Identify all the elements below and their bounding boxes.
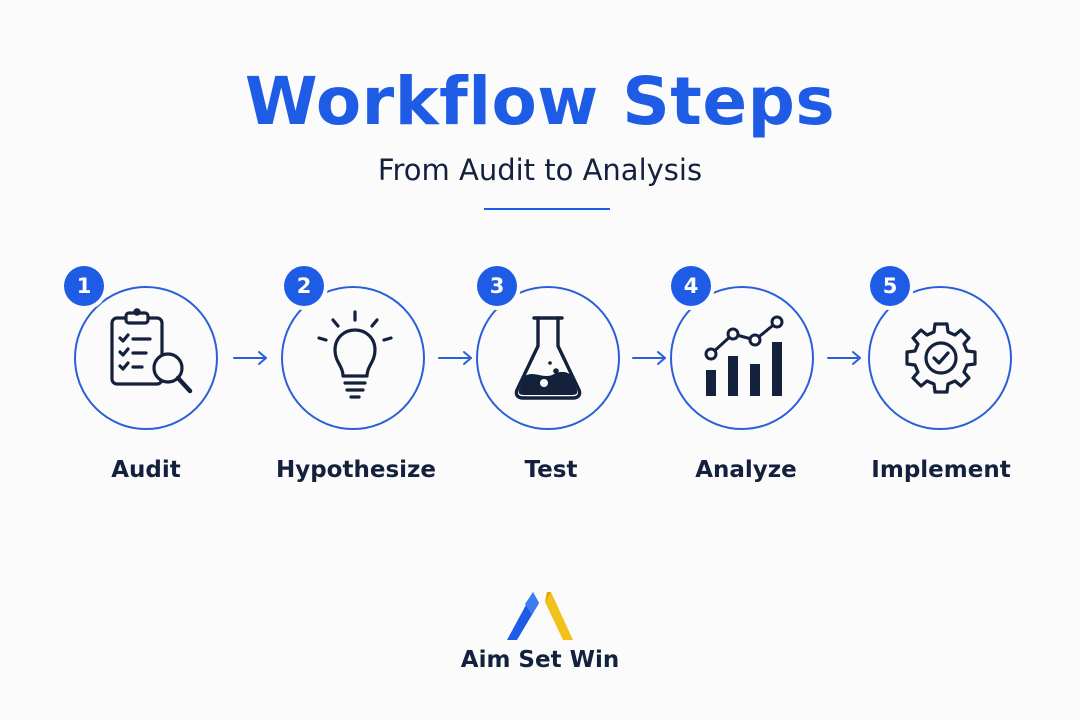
step-circle: [868, 286, 1012, 430]
step-number-badge: 5: [870, 266, 910, 306]
flask-icon: [514, 316, 582, 400]
step-number-badge: 3: [477, 266, 517, 306]
step-circle: [74, 286, 218, 430]
aim-set-win-logo-icon: [507, 592, 573, 640]
step-label: Hypothesize: [275, 457, 437, 483]
page-title: Workflow Steps: [244, 63, 836, 140]
step-circle: [670, 286, 814, 430]
arrow-right-icon: [827, 351, 861, 365]
bar-chart-trend-icon: [704, 315, 784, 396]
step-label: Analyze: [695, 457, 797, 483]
clipboard-search-icon: [110, 308, 193, 394]
title-divider: [484, 208, 610, 210]
step-label: Implement: [871, 457, 1011, 483]
arrow-right-icon: [632, 351, 666, 365]
step-circle: [281, 286, 425, 430]
step-circle: [476, 286, 620, 430]
step-number-badge: 4: [671, 266, 711, 306]
lightbulb-icon: [317, 310, 393, 399]
step-label: Audit: [111, 457, 181, 483]
arrow-right-icon: [438, 351, 472, 365]
step-label: Test: [524, 457, 578, 483]
step-number-badge: 1: [64, 266, 104, 306]
brand-name: Aim Set Win: [460, 647, 620, 673]
arrow-right-icon: [233, 351, 267, 365]
step-number-badge: 2: [284, 266, 324, 306]
page-subtitle: From Audit to Analysis: [377, 153, 703, 187]
gear-check-icon: [905, 322, 977, 394]
